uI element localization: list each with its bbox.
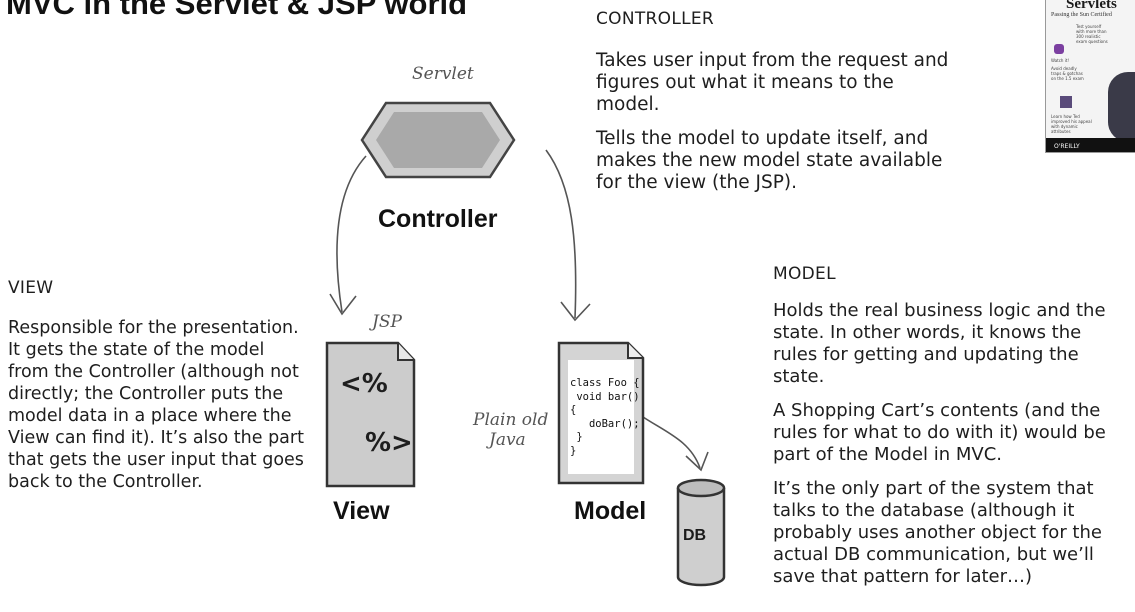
plain-old-java-label-line2: Java — [489, 430, 526, 450]
arrow-controller-to-model — [545, 149, 591, 322]
book-publisher-bar — [1046, 138, 1135, 152]
author-photo-icon — [1060, 96, 1072, 108]
model-label: Model — [574, 497, 647, 525]
controller-label: Controller — [378, 205, 498, 233]
model-paragraph-3: It’s the only part of the system that ta… — [773, 478, 1102, 587]
book-blurb-4: Learn how Ted improved his appeal with d… — [1051, 114, 1092, 134]
book-title: Servlets — [1066, 0, 1117, 12]
view-heading: VIEW — [8, 278, 54, 298]
model-description: Holds the real business logic and the st… — [773, 300, 1131, 600]
model-paragraph-2: A Shopping Cart’s contents (and the rule… — [773, 400, 1106, 465]
jsp-close-tag: %> — [365, 428, 413, 458]
plain-old-java-label-line1: Plain old — [473, 410, 549, 430]
db-label: DB — [683, 527, 707, 544]
jsp-document-icon — [325, 341, 416, 488]
model-paragraph-1: Holds the real business logic and the st… — [773, 300, 1106, 387]
person-figure-icon — [1108, 72, 1135, 142]
controller-paragraph-2: Tells the model to update itself, and ma… — [596, 128, 943, 193]
view-label: View — [333, 497, 390, 525]
model-code: class Foo { void bar() { doBar(); } } — [570, 377, 640, 457]
controller-description: Takes user input from the request and fi… — [596, 50, 951, 206]
book-blurb-1: Test yourself with more than 300 realist… — [1076, 24, 1108, 44]
tv-icon — [1054, 44, 1064, 54]
model-heading: MODEL — [773, 264, 836, 284]
book-publisher: O'REILLY — [1054, 143, 1080, 150]
book-subtitle: Passing the Sun Certified — [1051, 12, 1112, 18]
jsp-label: JSP — [372, 312, 402, 332]
controller-paragraph-1: Takes user input from the request and fi… — [596, 50, 949, 115]
servlet-label: Servlet — [412, 64, 474, 84]
book-blurb-3: Avoid deadly traps & gotchas on the 1.5 … — [1051, 66, 1084, 81]
page-title: MVC in the Servlet & JSP world — [6, 0, 468, 21]
book-cover-image: Servlets Passing the Sun Certified Test … — [1045, 0, 1135, 153]
jsp-open-tag: <% — [340, 369, 388, 399]
database-cylinder-icon — [676, 478, 726, 587]
model-document-icon — [557, 341, 645, 485]
arrow-controller-to-view — [329, 155, 367, 316]
arrow-model-to-db — [639, 414, 709, 472]
book-blurb-2: Watch it! — [1051, 58, 1070, 63]
view-description: Responsible for the presentation. It get… — [8, 318, 304, 492]
controller-heading: CONTROLLER — [596, 9, 715, 29]
controller-hexagon-icon — [360, 101, 516, 179]
